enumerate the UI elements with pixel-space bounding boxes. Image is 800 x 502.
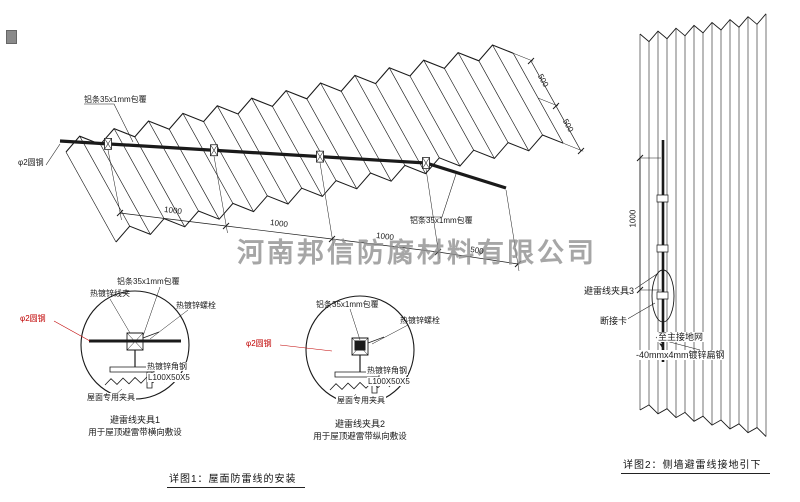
- figure2-caption: 详图2：侧墙避雷线接地引下: [621, 456, 770, 474]
- company-watermark: 河南邦信防腐材料有限公司: [237, 238, 597, 268]
- figure1-caption: 详图1：屋面防雷线的安装: [167, 470, 305, 488]
- wall-disconnect-label: 断接卡: [599, 316, 629, 327]
- detail2-fixture-label: 屋面专用夹具: [336, 396, 386, 406]
- roof-rod-label: φ2圆钢: [18, 158, 44, 167]
- detail1-fixture-label: 屋面专用夹具: [86, 393, 136, 403]
- detail1-title: 避雷线夹具1: [109, 415, 160, 425]
- wall-flatsteel-label: -40mmx4mm镀锌扁钢: [635, 350, 726, 361]
- detail2-title: 避雷线夹具2: [334, 419, 385, 429]
- roof-strip-label-top: 铝条35x1mm包覆: [84, 95, 147, 104]
- detail1-angle-size: L100X50X5: [147, 373, 191, 383]
- detail2-angle-label: 热镀锌角钢: [366, 366, 408, 376]
- detail2-strip-label: 铝条35x1mm包覆: [316, 300, 379, 309]
- detail1-rod-label: φ2圆钢: [20, 314, 46, 323]
- corner-stamp-icon: [6, 30, 17, 44]
- wall-clamp3-label: 避雷线夹具3: [583, 286, 636, 297]
- detail1-clamp-label: 热镀锌线夹: [90, 289, 130, 298]
- detail2-bolt-label: 热镀锌螺栓: [400, 316, 440, 325]
- detail1-subtitle: 用于屋顶避雷带横向敷设: [88, 427, 182, 437]
- detail1-angle-label: 热镀锌角钢: [146, 362, 188, 372]
- detail2-rod-label: φ2圆钢: [246, 339, 272, 348]
- wall-dim-1000: 1000: [628, 209, 638, 228]
- roof-strip-label-right: 铝条35x1mm包覆: [410, 216, 473, 225]
- wall-ground-label: 至主接地网: [657, 332, 705, 343]
- detail2-angle-size: L100X50X5: [367, 377, 411, 387]
- detail1-strip-label: 铝条35x1mm包覆: [117, 277, 180, 286]
- detail1-bolt-label: 热镀锌螺栓: [176, 301, 216, 310]
- detail2-subtitle: 用于屋顶避雷带纵向敷设: [313, 431, 407, 441]
